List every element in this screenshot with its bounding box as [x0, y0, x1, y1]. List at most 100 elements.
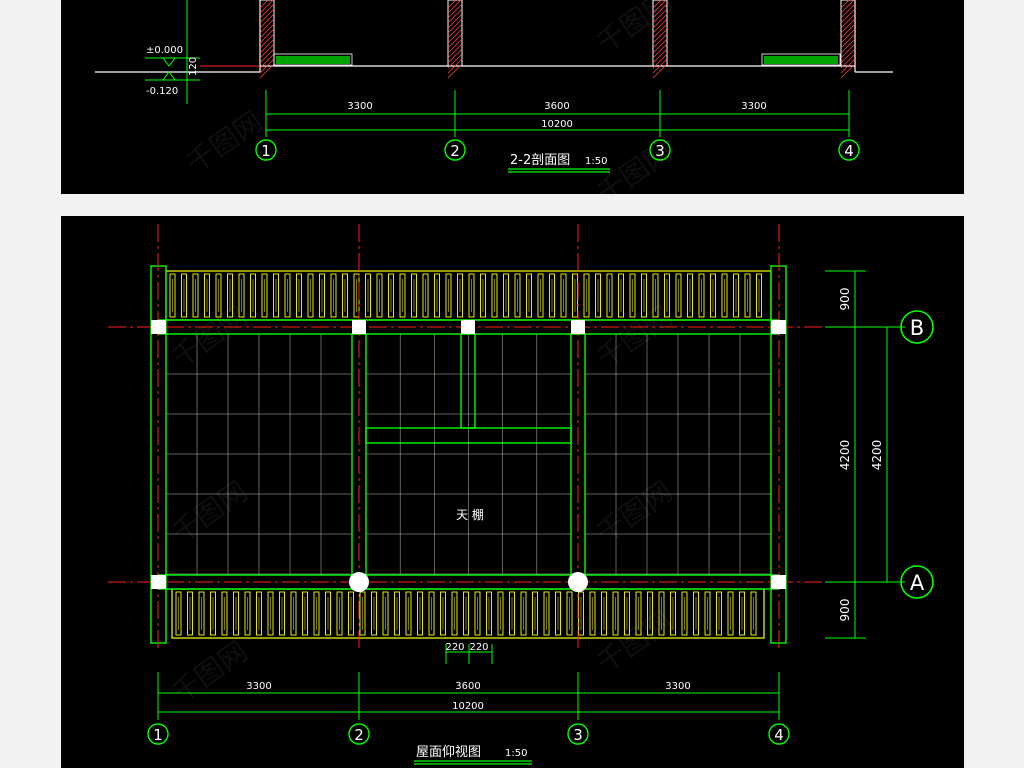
rafter — [215, 273, 222, 318]
rafter — [302, 591, 308, 636]
rafter — [457, 273, 463, 318]
section-dim-total: 10200 — [541, 119, 573, 130]
rafter — [526, 273, 532, 318]
section-dim-3: 3300 — [741, 101, 766, 112]
column-hatch — [259, 58, 275, 74]
elev-triangle-top — [162, 57, 176, 67]
row-axis-a: A — [910, 571, 925, 595]
column-hatch — [840, 58, 856, 74]
rafter — [434, 273, 440, 318]
planter-left — [273, 53, 353, 66]
rafters-top — [169, 273, 762, 318]
plan-right-dim-top: 900 — [838, 288, 852, 311]
plan-axis-2: 2 — [354, 726, 364, 744]
column-hatch — [259, 53, 275, 69]
rafter — [641, 273, 647, 318]
rafter — [486, 591, 492, 636]
column-hatch — [259, 48, 275, 64]
section-dim-1: 3300 — [347, 101, 372, 112]
rafter — [284, 273, 291, 318]
plan-dim-total: 10200 — [452, 701, 484, 712]
rafter-dim-1: 220 — [445, 642, 464, 653]
column-hatch — [652, 3, 668, 19]
rafter — [658, 591, 665, 636]
rafter — [175, 591, 182, 636]
row-axis-bubble-a — [900, 565, 934, 599]
rafter — [382, 591, 389, 636]
bottom-panel-background — [61, 216, 964, 768]
rafter — [612, 591, 619, 636]
elev-bottom-label: -0.120 — [146, 86, 178, 97]
rafter — [549, 273, 555, 318]
column-hatch — [259, 63, 275, 79]
column-hatch — [840, 13, 856, 29]
column-hatch — [840, 3, 856, 19]
roof-plan-drawing: 天 棚 220 220 3300 3600 3300 10200 1 2 — [108, 224, 934, 765]
plan-dim-2: 3600 — [455, 681, 480, 692]
rafter — [733, 273, 739, 318]
column-hatch — [259, 8, 275, 24]
column-hatch — [652, 23, 668, 39]
column-hatch — [652, 8, 668, 24]
rafter — [491, 273, 498, 318]
rafter — [405, 591, 412, 636]
rafter — [187, 591, 193, 636]
rafter-dim-2: 220 — [469, 642, 488, 653]
column-hatch — [447, 8, 463, 24]
rafter — [451, 591, 458, 636]
column-hatch — [447, 63, 463, 79]
rafter — [399, 273, 406, 318]
rafter — [365, 273, 371, 318]
section-axis-bubble — [444, 139, 466, 161]
plan-dim-1: 3300 — [246, 681, 271, 692]
column-hatch — [652, 28, 668, 44]
column-hatch — [447, 48, 463, 64]
rafter — [509, 591, 515, 636]
rafter — [411, 273, 417, 318]
rafter — [463, 591, 469, 636]
column-hatch — [840, 43, 856, 59]
rafter — [514, 273, 521, 318]
column-hatch — [259, 28, 275, 44]
rafter — [566, 591, 573, 636]
column-hatch — [652, 0, 662, 9]
rafter — [583, 273, 590, 318]
column-hatch — [840, 48, 856, 64]
column-hatch — [652, 63, 668, 79]
plan-right-dim-bottom: 900 — [838, 599, 852, 622]
elev-side-label: 120 — [188, 57, 199, 76]
section-dim-2: 3600 — [544, 101, 569, 112]
column-hatch — [259, 43, 275, 59]
rafter — [704, 591, 711, 636]
plan-axis-bubbles — [147, 723, 790, 745]
rafter — [290, 591, 297, 636]
rafter — [348, 591, 354, 636]
column-hatch — [447, 13, 463, 29]
rafter — [618, 273, 624, 318]
planter-right-fill — [764, 56, 838, 64]
rafter — [624, 591, 630, 636]
row-axis-b: B — [910, 316, 924, 340]
rafter — [267, 591, 274, 636]
plan-axis-1: 1 — [153, 726, 163, 744]
rafter — [629, 273, 636, 318]
rafter — [503, 273, 509, 318]
rafter — [376, 273, 383, 318]
columns — [151, 320, 786, 592]
rafter — [727, 591, 734, 636]
rafter — [428, 591, 435, 636]
column-hatch — [840, 23, 856, 39]
elev-top-label: ±0.000 — [146, 45, 183, 56]
rafter — [244, 591, 251, 636]
column-hatch — [447, 18, 463, 34]
rafter — [750, 591, 757, 636]
plan-dimensions — [157, 672, 780, 720]
column-hatch — [259, 38, 275, 54]
rafter — [279, 591, 285, 636]
column-hatch — [259, 23, 275, 39]
column-hatch — [447, 0, 462, 14]
rafter — [675, 273, 682, 318]
rafter — [606, 273, 613, 318]
rafter — [520, 591, 527, 636]
rafter — [635, 591, 642, 636]
